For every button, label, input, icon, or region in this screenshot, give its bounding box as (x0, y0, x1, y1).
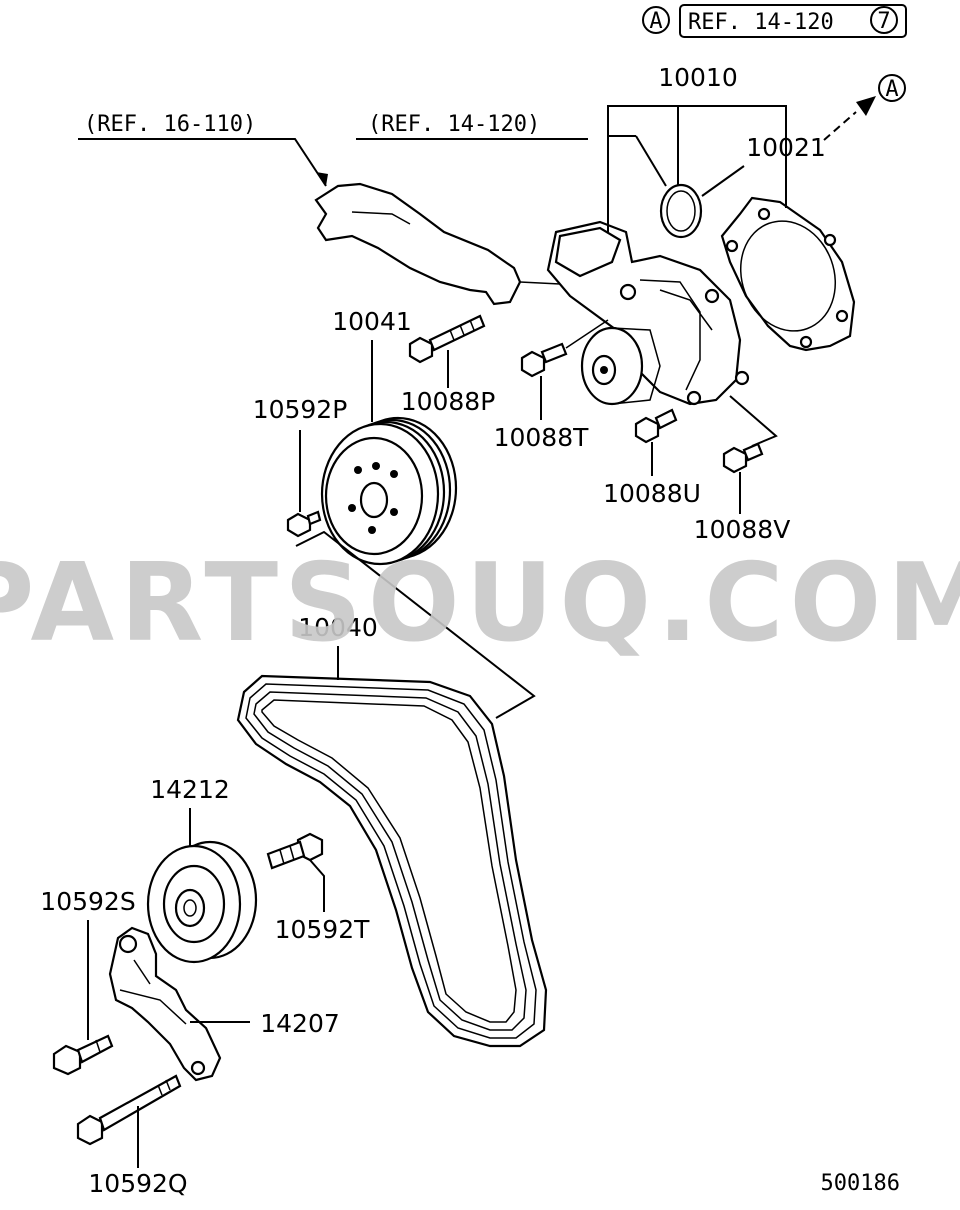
leader-pulley-belt (295, 530, 536, 719)
bolt-10592p (286, 510, 322, 538)
part-label-10088t: 10088T (494, 423, 590, 452)
ref-14-120-label: (REF. 14-120) (368, 112, 540, 137)
ref-circle-icon (870, 6, 898, 34)
part-label-10592p: 10592P (253, 395, 348, 424)
part-label-10040: 10040 (298, 613, 378, 642)
circle-a-icon (642, 6, 670, 34)
ref-box-label: REF. 14-120 (688, 10, 834, 35)
part-label-10041: 10041 (332, 307, 412, 336)
callout-10010: 10010 (607, 63, 787, 232)
part-label-10592q: 10592Q (88, 1169, 187, 1198)
ref-16-110-callout: (REF. 16-110) (78, 112, 328, 187)
idler-pulley-14212 (146, 840, 258, 964)
gasket (720, 196, 856, 352)
watermark: PARTSOUQ.COM (0, 541, 960, 666)
bolt-10592t (266, 832, 324, 870)
water-pump (546, 220, 750, 406)
belt-10040 (236, 674, 548, 1048)
pulley-10041 (320, 416, 458, 566)
ref-14-120-callout: (REF. 14-120) (356, 112, 588, 140)
bolt-10088p (408, 314, 486, 364)
arrow-a-label: A (885, 77, 898, 102)
bolt-10088t (520, 319, 609, 378)
header-reference: A REF. 14-120 7 (642, 4, 907, 38)
ref-circle-label: 7 (877, 9, 890, 34)
ref-16-110-label: (REF. 16-110) (84, 112, 256, 137)
bolt-10592s (52, 1034, 114, 1076)
leader-10021 (701, 165, 745, 197)
part-label-10088u: 10088U (603, 479, 701, 508)
circle-a-icon-2 (878, 74, 906, 102)
part-label-10010: 10010 (658, 63, 738, 92)
diagram-code: 500186 (821, 1171, 900, 1196)
part-label-10021: 10021 (746, 133, 826, 162)
part-label-10088v: 10088V (694, 515, 791, 544)
part-label-10592t: 10592T (275, 915, 371, 944)
part-label-14212: 14212 (150, 775, 230, 804)
arrow-head-icon (316, 172, 328, 186)
ref-box (679, 4, 907, 38)
part-label-14207: 14207 (260, 1009, 340, 1038)
arrow-a-icon (856, 96, 876, 116)
part-label-10088p: 10088P (401, 387, 496, 416)
part-label-10592s: 10592S (40, 887, 135, 916)
tensioner-bracket-14207 (108, 926, 222, 1082)
arrow-a-indicator: A (823, 74, 906, 141)
circle-a-label: A (649, 9, 662, 34)
bolt-10592q (76, 1074, 182, 1146)
bolt-10088v (722, 442, 764, 474)
bolt-10088u (634, 408, 678, 444)
